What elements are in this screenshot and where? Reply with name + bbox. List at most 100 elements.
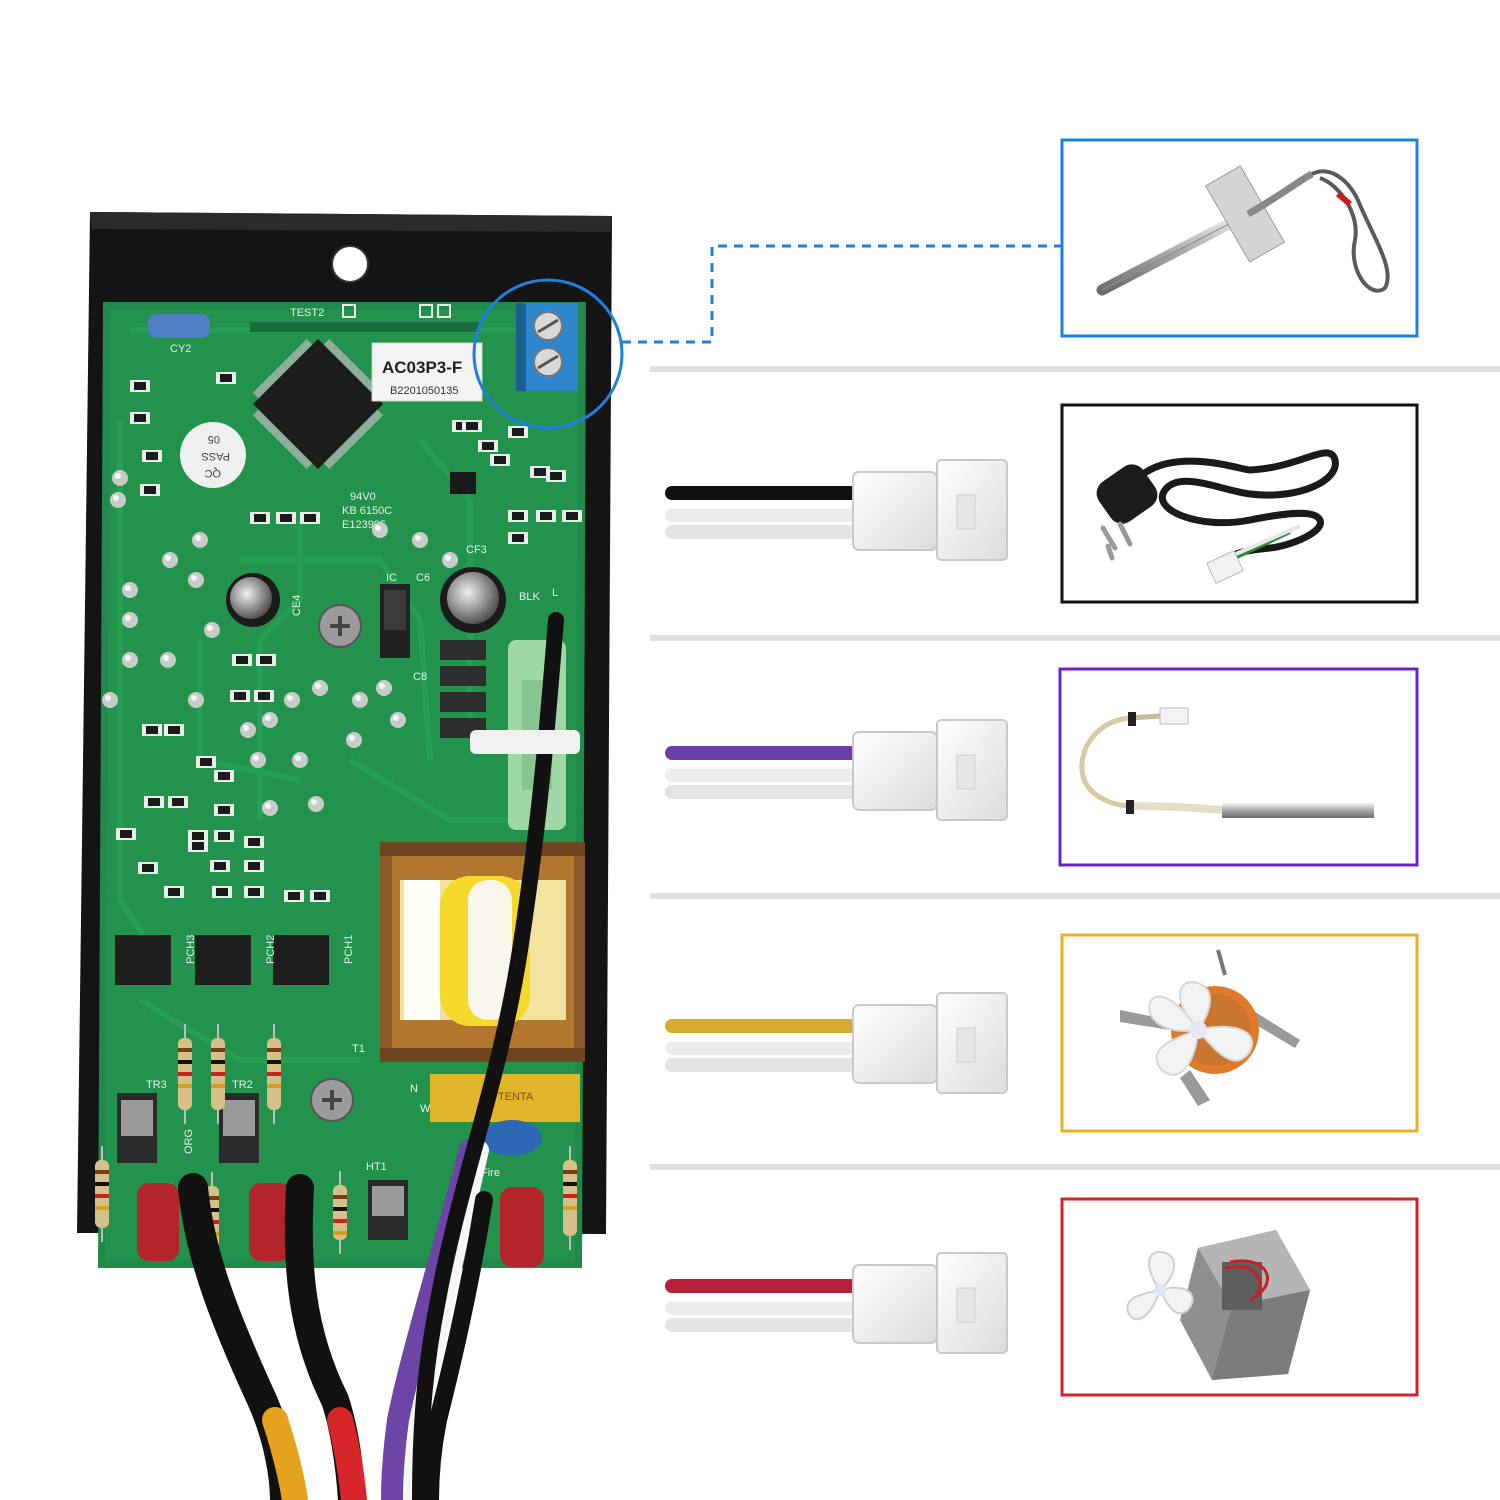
electrolytic-capacitor-1 (440, 567, 506, 633)
smd-resistor (144, 796, 164, 808)
harness-wires (178, 612, 564, 1500)
induction-fan-frame (1060, 933, 1419, 1133)
smd-resistor (168, 796, 188, 808)
smd-resistor (230, 690, 250, 702)
smd-resistor (138, 862, 158, 874)
solder-joint (412, 532, 428, 548)
mounting-hole (331, 245, 369, 283)
smd-resistor (140, 484, 160, 496)
smd-resistor (188, 840, 208, 852)
microcontroller-chip (252, 338, 384, 470)
solder-joint (110, 492, 126, 508)
screw-top (318, 604, 362, 648)
smd-resistor (300, 512, 320, 524)
smd-resistor (478, 440, 498, 452)
solder-joint (160, 652, 176, 668)
row-dividers (650, 366, 1500, 1170)
solder-joint (122, 582, 138, 598)
solder-joint (250, 752, 266, 768)
svg-text:C8: C8 (413, 671, 427, 683)
svg-text:TR2: TR2 (232, 1079, 253, 1091)
smd-resistor (284, 890, 304, 902)
smd-resistors (116, 372, 582, 902)
smd-resistor (130, 380, 150, 392)
solder-joint (112, 470, 128, 486)
transformer (380, 842, 585, 1062)
smd-resistor (214, 770, 234, 782)
model-label: AC03P3-F (382, 358, 462, 377)
control-board: TEST2 CY2 AC03P3-F B2201050135 QC PASS 0… (77, 212, 1062, 1500)
solder-joint (122, 652, 138, 668)
smd-resistor (536, 510, 556, 522)
serial-label: B2201050135 (390, 385, 459, 397)
induction-fan-harness (665, 992, 1008, 1094)
smd-resistor (244, 886, 264, 898)
triacs (117, 1093, 408, 1240)
svg-text:KB 6150C: KB 6150C (342, 505, 392, 517)
model-sticker (371, 342, 483, 402)
smd-resistor (276, 512, 296, 524)
svg-text:TR3: TR3 (146, 1079, 167, 1091)
smd-resistor (254, 690, 274, 702)
solder-joint (204, 622, 220, 638)
smd-resistor (562, 510, 582, 522)
solder-joint (284, 692, 300, 708)
smd-resistor (232, 654, 252, 666)
svg-text:N: N (410, 1083, 418, 1095)
svg-text:05: 05 (208, 433, 220, 445)
qc-pass-sticker (180, 422, 246, 488)
terminal-highlight-circle (472, 278, 624, 430)
svg-text:TENTA: TENTA (498, 1091, 534, 1103)
svg-text:QC: QC (204, 467, 221, 479)
solder-joint (122, 612, 138, 628)
svg-text:CE4: CE4 (291, 595, 303, 616)
solder-joint (390, 712, 406, 728)
svg-text:L: L (552, 587, 558, 599)
auger-motor (1126, 1230, 1310, 1380)
solder-joint (442, 552, 458, 568)
smd-resistor (250, 512, 270, 524)
induction-fan (1120, 949, 1300, 1106)
solder-joints (102, 470, 458, 816)
svg-text:BLK: BLK (519, 591, 540, 603)
smd-resistor (196, 756, 216, 768)
optocoupler-chips (115, 935, 329, 985)
smd-resistor (214, 830, 234, 842)
solder-joint (346, 732, 362, 748)
temperature-probe-frame (1060, 138, 1419, 338)
smd-resistor (212, 886, 232, 898)
smd-resistor (546, 470, 566, 482)
solder-joint (372, 522, 388, 538)
svg-text:ORG: ORG (183, 1129, 195, 1154)
smd-resistor (164, 724, 184, 736)
header-pins (250, 322, 480, 332)
auger-motor-harness (665, 1252, 1008, 1354)
resistor (95, 1146, 109, 1242)
smd-resistor (256, 654, 276, 666)
smd-resistor (244, 836, 264, 848)
cable-tie (470, 730, 580, 754)
solder-joint (292, 752, 308, 768)
solder-joint (192, 532, 208, 548)
resistor (211, 1024, 225, 1124)
smd-resistor (116, 828, 136, 840)
solder-joint (376, 680, 392, 696)
smd-resistor (462, 420, 482, 432)
smd-resistor (244, 860, 264, 872)
probe-callout-line (622, 244, 1062, 344)
smd-resistor (210, 860, 230, 872)
hot-rod-igniter-harness (665, 719, 1008, 821)
solder-joint (102, 692, 118, 708)
smd-resistor (214, 804, 234, 816)
smd-resistor (490, 454, 510, 466)
smd-resistor (508, 532, 528, 544)
screw-bottom (310, 1078, 354, 1122)
svg-text:Fire: Fire (481, 1167, 500, 1179)
resistor (178, 1024, 192, 1124)
svg-text:94V0: 94V0 (350, 491, 376, 503)
power-cord-frame (1060, 403, 1419, 604)
test2-label: TEST2 (290, 307, 324, 319)
svg-text:PCH1: PCH1 (343, 935, 355, 964)
hot-rod-igniter-frame (1058, 667, 1419, 867)
